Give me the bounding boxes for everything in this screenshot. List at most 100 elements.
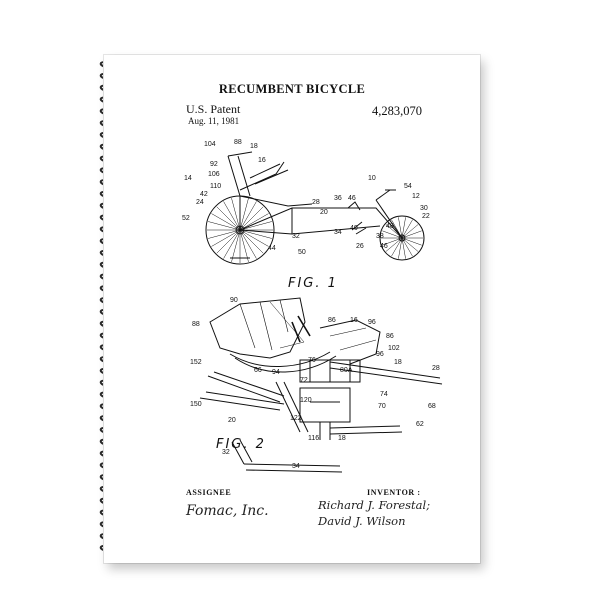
reference-numeral: 86	[386, 333, 394, 340]
wheel-spoke	[208, 221, 241, 231]
wheel-spoke	[401, 217, 406, 239]
reference-numeral: 94	[272, 369, 280, 376]
reference-numeral: 28	[312, 199, 320, 206]
reference-numeral: 12	[412, 193, 420, 200]
wheel-spoke	[382, 237, 403, 246]
reference-numeral: 32	[222, 449, 230, 456]
reference-numeral: 20	[228, 417, 236, 424]
wheel-spoke	[398, 237, 403, 259]
reference-numeral: 32	[292, 233, 300, 240]
reference-numeral: 18	[338, 435, 346, 442]
reference-numeral: 36	[334, 195, 342, 202]
wheel-spoke	[385, 224, 403, 239]
reference-numeral: 18	[250, 143, 258, 150]
wheel-spoke	[239, 229, 264, 254]
fig2-seat-assembly-drawing: 90 88 86 16 96 102 86 96 18 28 94 80A 76 72 66 68 152 150…	[180, 292, 460, 480]
wheel-spoke	[382, 230, 403, 239]
reference-numeral: 40	[350, 225, 358, 232]
reference-numeral: 62	[416, 421, 424, 428]
reference-numeral: 18	[394, 359, 402, 366]
patent-title: RECUMBENT BICYCLE	[218, 82, 366, 96]
reference-numeral: 106	[208, 171, 220, 178]
reference-numeral: 30	[420, 205, 428, 212]
reference-numeral: 42	[200, 191, 208, 198]
reference-numeral: 26	[356, 243, 364, 250]
wheel-spoke	[401, 237, 406, 259]
fig1-label: FIG. 1	[288, 276, 338, 291]
wheel-spoke	[401, 237, 413, 257]
reference-numeral: 72	[300, 377, 308, 384]
reference-numeral: 68	[428, 403, 436, 410]
wheel-spoke	[391, 237, 403, 257]
wheel-spoke	[401, 219, 413, 239]
wheel-spoke	[239, 229, 249, 262]
wheel-spoke	[211, 229, 241, 247]
inventor-signature-2: David J. Wilson	[318, 514, 406, 528]
wheel-spoke	[239, 198, 249, 231]
reference-numeral: 96	[376, 351, 384, 358]
reference-numeral: 86	[328, 317, 336, 324]
inventor-label: INVENTOR :	[367, 488, 421, 497]
reference-numeral: 120	[300, 397, 312, 404]
reference-numeral: 150	[190, 401, 202, 408]
reference-numeral: 96	[368, 319, 376, 326]
wheel-spoke	[231, 198, 241, 231]
patent-number: 4,283,070	[372, 104, 422, 118]
reference-numeral: 74	[380, 391, 388, 398]
wheel-spoke	[231, 229, 241, 262]
reference-numeral: 70	[378, 403, 386, 410]
reference-numeral: 76	[308, 357, 316, 364]
reference-numeral: 22	[422, 213, 430, 220]
reference-numeral: 88	[192, 321, 200, 328]
wheel-spoke	[401, 237, 422, 246]
assignee-signature: Fomac, Inc.	[186, 503, 269, 519]
reference-numeral: 24	[196, 199, 204, 206]
reference-numeral: 28	[432, 365, 440, 372]
reference-numeral: 20	[320, 209, 328, 216]
reference-numeral: 88	[234, 139, 242, 146]
reference-numeral: 90	[230, 297, 238, 304]
reference-numeral: 34	[292, 463, 300, 470]
reference-numeral: 102	[388, 345, 400, 352]
wheel-spoke	[239, 229, 272, 239]
reference-numeral: 80A	[340, 367, 353, 374]
reference-numeral: 54	[404, 183, 412, 190]
reference-numeral: 116	[308, 435, 319, 442]
reference-numeral: 44	[268, 245, 276, 252]
reference-numeral: 110	[210, 183, 221, 190]
wheel-spoke	[211, 213, 241, 231]
wheel-spoke	[401, 237, 419, 252]
wheel-spoke	[239, 213, 269, 231]
wheel-spoke	[401, 230, 422, 239]
patent-date: Aug. 11, 1981	[188, 116, 240, 126]
wheel-spoke	[385, 237, 403, 252]
fig2-label: FIG. 2	[216, 437, 266, 452]
inventor-signature-1: Richard J. Forestal;	[318, 498, 431, 512]
reference-numeral: 66	[254, 367, 262, 374]
wheel-spoke	[239, 201, 257, 231]
reference-numeral: 104	[204, 141, 216, 148]
reference-numeral: 152	[190, 359, 202, 366]
reference-numeral: 48	[386, 223, 394, 230]
reference-numeral: 38	[376, 233, 384, 240]
wheel-spoke	[401, 224, 419, 239]
wheel-spoke	[216, 229, 241, 254]
reference-numeral: 10	[368, 175, 376, 182]
reference-numeral: 46	[380, 243, 388, 250]
wheel-spoke	[239, 206, 264, 231]
reference-numeral: 122	[290, 415, 302, 422]
reference-numeral: 16	[350, 317, 358, 324]
reference-numeral: 16	[258, 157, 266, 164]
wheel-spoke	[398, 217, 403, 239]
reference-numeral: 46	[348, 195, 356, 202]
wheel-spoke	[239, 221, 272, 231]
reference-numeral: 14	[184, 175, 192, 182]
reference-numeral: 92	[210, 161, 218, 168]
wheel-spoke	[239, 229, 269, 247]
wheel-spoke	[216, 206, 241, 231]
wheel-spoke	[208, 229, 241, 239]
reference-numeral: 52	[182, 215, 190, 222]
wheel-spoke	[223, 201, 241, 231]
notebook-cover	[104, 55, 480, 563]
